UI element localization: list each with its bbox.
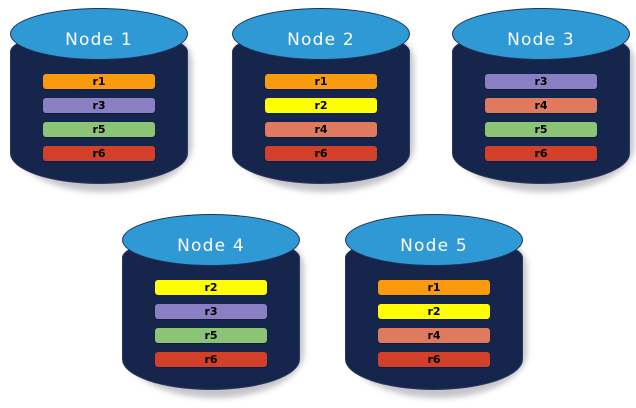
replica-bar[interactable]: r4 xyxy=(265,122,377,137)
node-title: Node 5 xyxy=(400,236,468,256)
replica-bar[interactable]: r6 xyxy=(485,146,597,161)
replica-bar[interactable]: r2 xyxy=(155,280,267,295)
node-title: Node 4 xyxy=(177,236,245,256)
replica-bar[interactable]: r5 xyxy=(155,328,267,343)
replica-bar[interactable]: r6 xyxy=(265,146,377,161)
cylinder-top-ellipse xyxy=(10,8,188,60)
replica-bar[interactable]: r6 xyxy=(43,146,155,161)
database-node-2[interactable]: Node 2 r1 r2 r4 r6 xyxy=(232,8,414,192)
replica-bar[interactable]: r4 xyxy=(378,328,490,343)
replica-bar[interactable]: r3 xyxy=(43,98,155,113)
database-node-1[interactable]: Node 1 r1 r3 r5 r6 xyxy=(10,8,192,192)
node-title: Node 2 xyxy=(287,30,355,50)
replica-list: r3 r4 r5 r6 xyxy=(485,74,597,161)
replica-bar[interactable]: r5 xyxy=(43,122,155,137)
replica-list: r1 r3 r5 r6 xyxy=(43,74,155,161)
replica-bar[interactable]: r3 xyxy=(155,304,267,319)
cylinder-top-ellipse xyxy=(232,8,410,60)
replica-bar[interactable]: r5 xyxy=(485,122,597,137)
node-title: Node 1 xyxy=(65,30,133,50)
database-node-4[interactable]: Node 4 r2 r3 r5 r6 xyxy=(122,214,304,398)
replica-bar[interactable]: r2 xyxy=(265,98,377,113)
database-node-5[interactable]: Node 5 r1 r2 r4 r6 xyxy=(345,214,527,398)
replica-bar[interactable]: r2 xyxy=(378,304,490,319)
cylinder-top-ellipse xyxy=(345,214,523,266)
database-node-3[interactable]: Node 3 r3 r4 r5 r6 xyxy=(452,8,634,192)
cylinder-top-ellipse xyxy=(452,8,630,60)
replica-bar[interactable]: r4 xyxy=(485,98,597,113)
replica-bar[interactable]: r6 xyxy=(378,352,490,367)
replica-list: r1 r2 r4 r6 xyxy=(378,280,490,367)
replica-bar[interactable]: r3 xyxy=(485,74,597,89)
replica-list: r2 r3 r5 r6 xyxy=(155,280,267,367)
replica-list: r1 r2 r4 r6 xyxy=(265,74,377,161)
replica-bar[interactable]: r6 xyxy=(155,352,267,367)
cylinder-top-ellipse xyxy=(122,214,300,266)
replica-bar[interactable]: r1 xyxy=(378,280,490,295)
replica-bar[interactable]: r1 xyxy=(43,74,155,89)
replica-bar[interactable]: r1 xyxy=(265,74,377,89)
node-title: Node 3 xyxy=(507,30,575,50)
